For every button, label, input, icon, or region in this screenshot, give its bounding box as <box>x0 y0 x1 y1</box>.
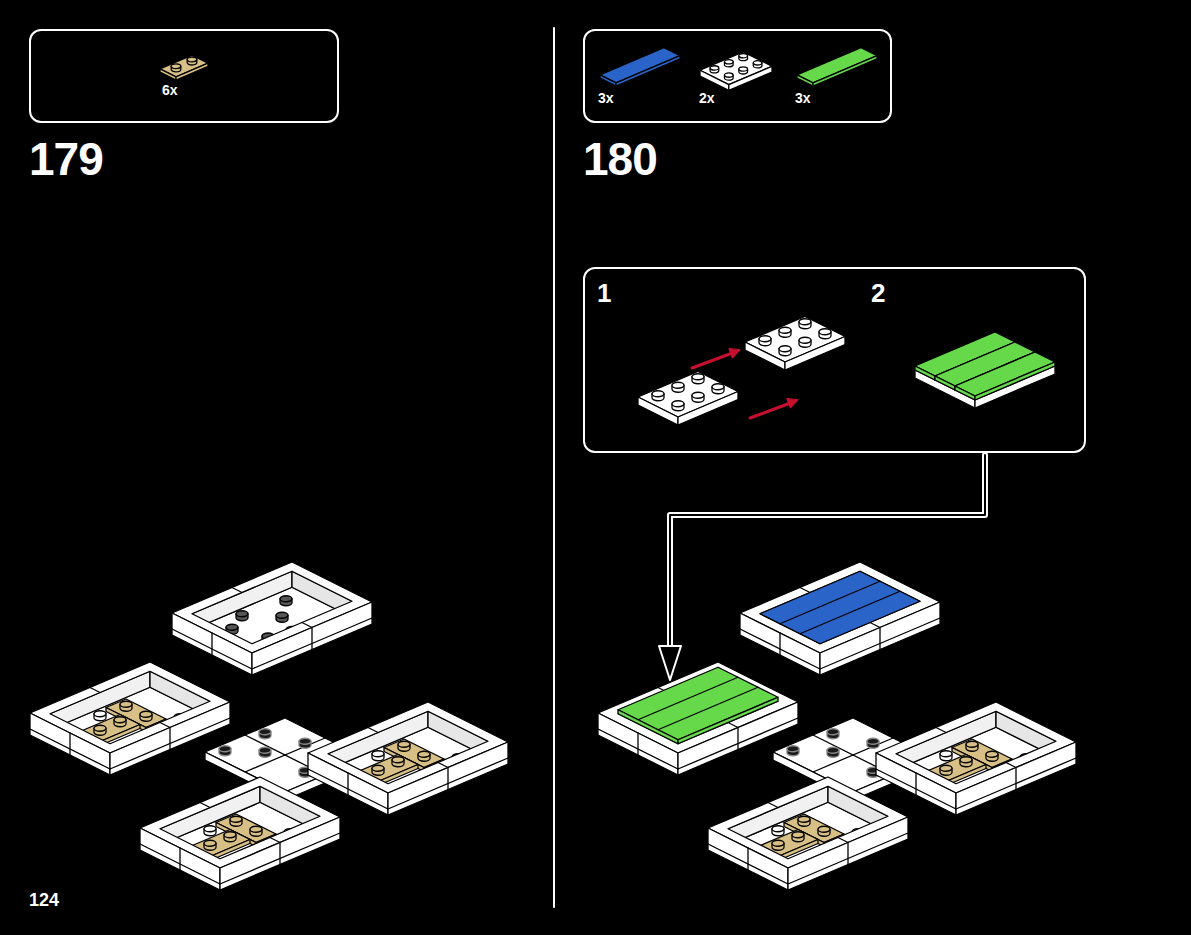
page-number: 124 <box>29 891 59 909</box>
green-tiles <box>658 687 758 730</box>
part-count: 3x <box>598 91 614 105</box>
blue-tiles <box>800 591 900 634</box>
tray-contents <box>280 596 292 606</box>
assembled-plate <box>955 352 1055 400</box>
center-plate <box>259 729 271 739</box>
blue-tiles <box>760 571 920 644</box>
part-green-tile <box>797 48 877 86</box>
callout-leader <box>670 455 985 652</box>
callout-leader <box>659 455 985 680</box>
white-plate <box>638 372 738 426</box>
callout-leader <box>670 455 985 652</box>
part-tan-plate <box>160 55 208 80</box>
substep-box: 12 <box>583 267 1086 453</box>
tray <box>172 562 372 675</box>
green-tiles <box>678 697 778 744</box>
tray-contents <box>276 612 288 622</box>
blue-tiles <box>780 581 880 624</box>
green-tiles <box>618 667 778 740</box>
white-plate <box>745 317 845 371</box>
center-plate <box>219 746 231 756</box>
substep-number: 1 <box>597 280 611 306</box>
part-count: 2x <box>699 91 715 105</box>
divider <box>553 28 555 907</box>
blue-tiles <box>760 571 920 644</box>
model <box>140 777 340 890</box>
green-tiles <box>638 677 738 720</box>
part-green-tile <box>797 48 877 86</box>
part-blue-tile <box>600 48 680 86</box>
green-tiles <box>618 710 678 744</box>
green-tiles <box>618 710 678 744</box>
model <box>308 702 508 815</box>
model <box>30 662 230 775</box>
tray <box>172 562 372 675</box>
red-arrow <box>692 349 798 418</box>
part-tan-plate <box>160 55 208 80</box>
step-number: 180 <box>583 136 657 182</box>
step-number: 179 <box>29 136 103 182</box>
part-blue-tile <box>600 48 680 86</box>
center-plate <box>259 747 271 757</box>
blue-tiles <box>760 571 920 644</box>
callout-leader <box>659 646 681 680</box>
green-tiles <box>678 697 778 744</box>
white-plate <box>745 317 845 371</box>
red-arrow <box>692 354 731 369</box>
white-plate <box>638 372 738 426</box>
parts-callout: 6x <box>29 29 339 123</box>
model <box>30 662 230 775</box>
model <box>140 777 340 890</box>
green-tiles <box>618 667 778 740</box>
center-plate <box>299 738 311 748</box>
parts-callout: 3x 2x 3x <box>583 29 892 123</box>
part-white-plate <box>700 52 772 91</box>
model <box>308 702 508 815</box>
part-white-plate <box>700 52 772 91</box>
tray-contents <box>236 611 248 621</box>
model <box>30 562 508 890</box>
substep-number: 2 <box>871 280 885 306</box>
red-arrow <box>787 399 798 408</box>
part-count: 6x <box>162 83 178 97</box>
green-tiles <box>618 667 778 744</box>
red-arrow <box>750 404 789 419</box>
red-arrow <box>729 349 740 358</box>
part-count: 3x <box>795 91 811 105</box>
assembled-plate <box>915 332 1055 408</box>
